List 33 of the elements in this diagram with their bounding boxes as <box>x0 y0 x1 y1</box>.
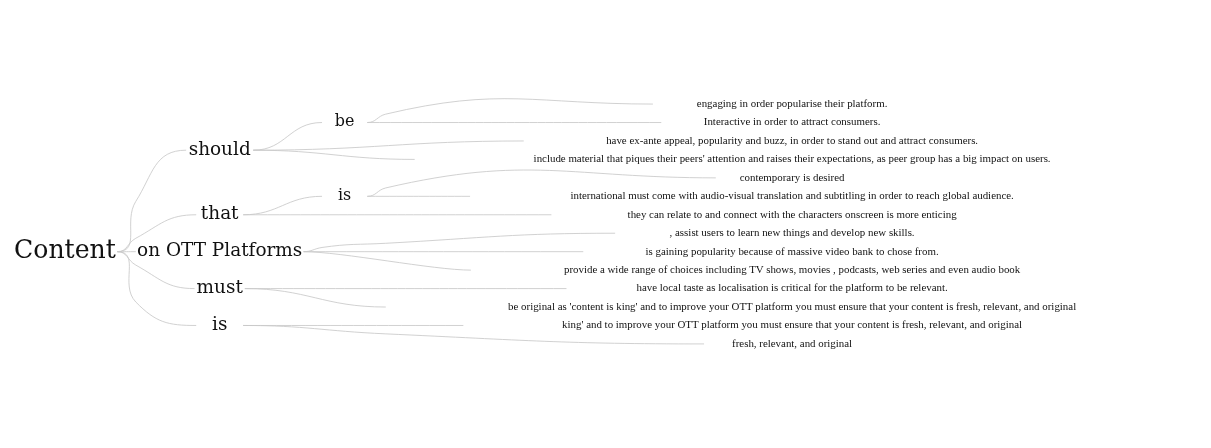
node-text: should <box>188 137 251 159</box>
node-text: Content <box>14 234 116 264</box>
node-text: Interactive in order to attract consumers. <box>703 115 881 128</box>
node-text: must <box>196 276 243 298</box>
connector <box>366 122 662 123</box>
connector <box>366 169 717 197</box>
node-text: have ex-ante appeal, popularity and buzz, in order to stand out and attract consumers. <box>606 133 979 146</box>
node-text: that <box>200 202 239 224</box>
node-text: be original as 'content is king' and to improve your OTT platform you must ensure that your content is fresh, relevant, and original <box>508 299 1077 312</box>
connector <box>252 149 416 160</box>
node-text: , assist users to learn new things and develop new skills. <box>669 226 915 239</box>
connector <box>252 122 323 151</box>
node-text: they can relate to and connect with the characters onscreen is more enticing <box>627 207 957 220</box>
node-text: engaging in order popularise their platform. <box>696 96 888 109</box>
connector <box>116 251 197 326</box>
node-text: is <box>338 185 352 205</box>
connector <box>303 251 472 271</box>
node-text: fresh, relevant, and original <box>732 336 853 349</box>
node-text: on OTT Platforms <box>137 239 303 261</box>
node-text: include material that piques their peers' attention and raises their expectations, as peer group has a big impact on users. <box>533 152 1051 165</box>
node-text: king' and to improve your OTT platform you must ensure that your content is fresh, relevant, and original <box>562 318 1023 331</box>
connector <box>242 325 705 345</box>
connector <box>366 195 471 197</box>
node-text: provide a wide range of choices including TV shows, movies , podcasts, web series and even audio book <box>563 262 1021 275</box>
connector <box>242 214 552 216</box>
node-text: international must come with audio-visual translation and subtitling in order to reach global audience. <box>570 189 1014 202</box>
node-text: contemporary is desired <box>739 170 845 183</box>
connector <box>244 288 387 308</box>
node-text: is gaining popularity because of massive video bank to chose from. <box>645 244 939 257</box>
connector <box>116 251 195 289</box>
node-text: is <box>212 313 228 335</box>
node-text: be <box>334 111 355 131</box>
node-text: have local taste as localisation is critical for the platform to be relevant. <box>636 281 948 294</box>
